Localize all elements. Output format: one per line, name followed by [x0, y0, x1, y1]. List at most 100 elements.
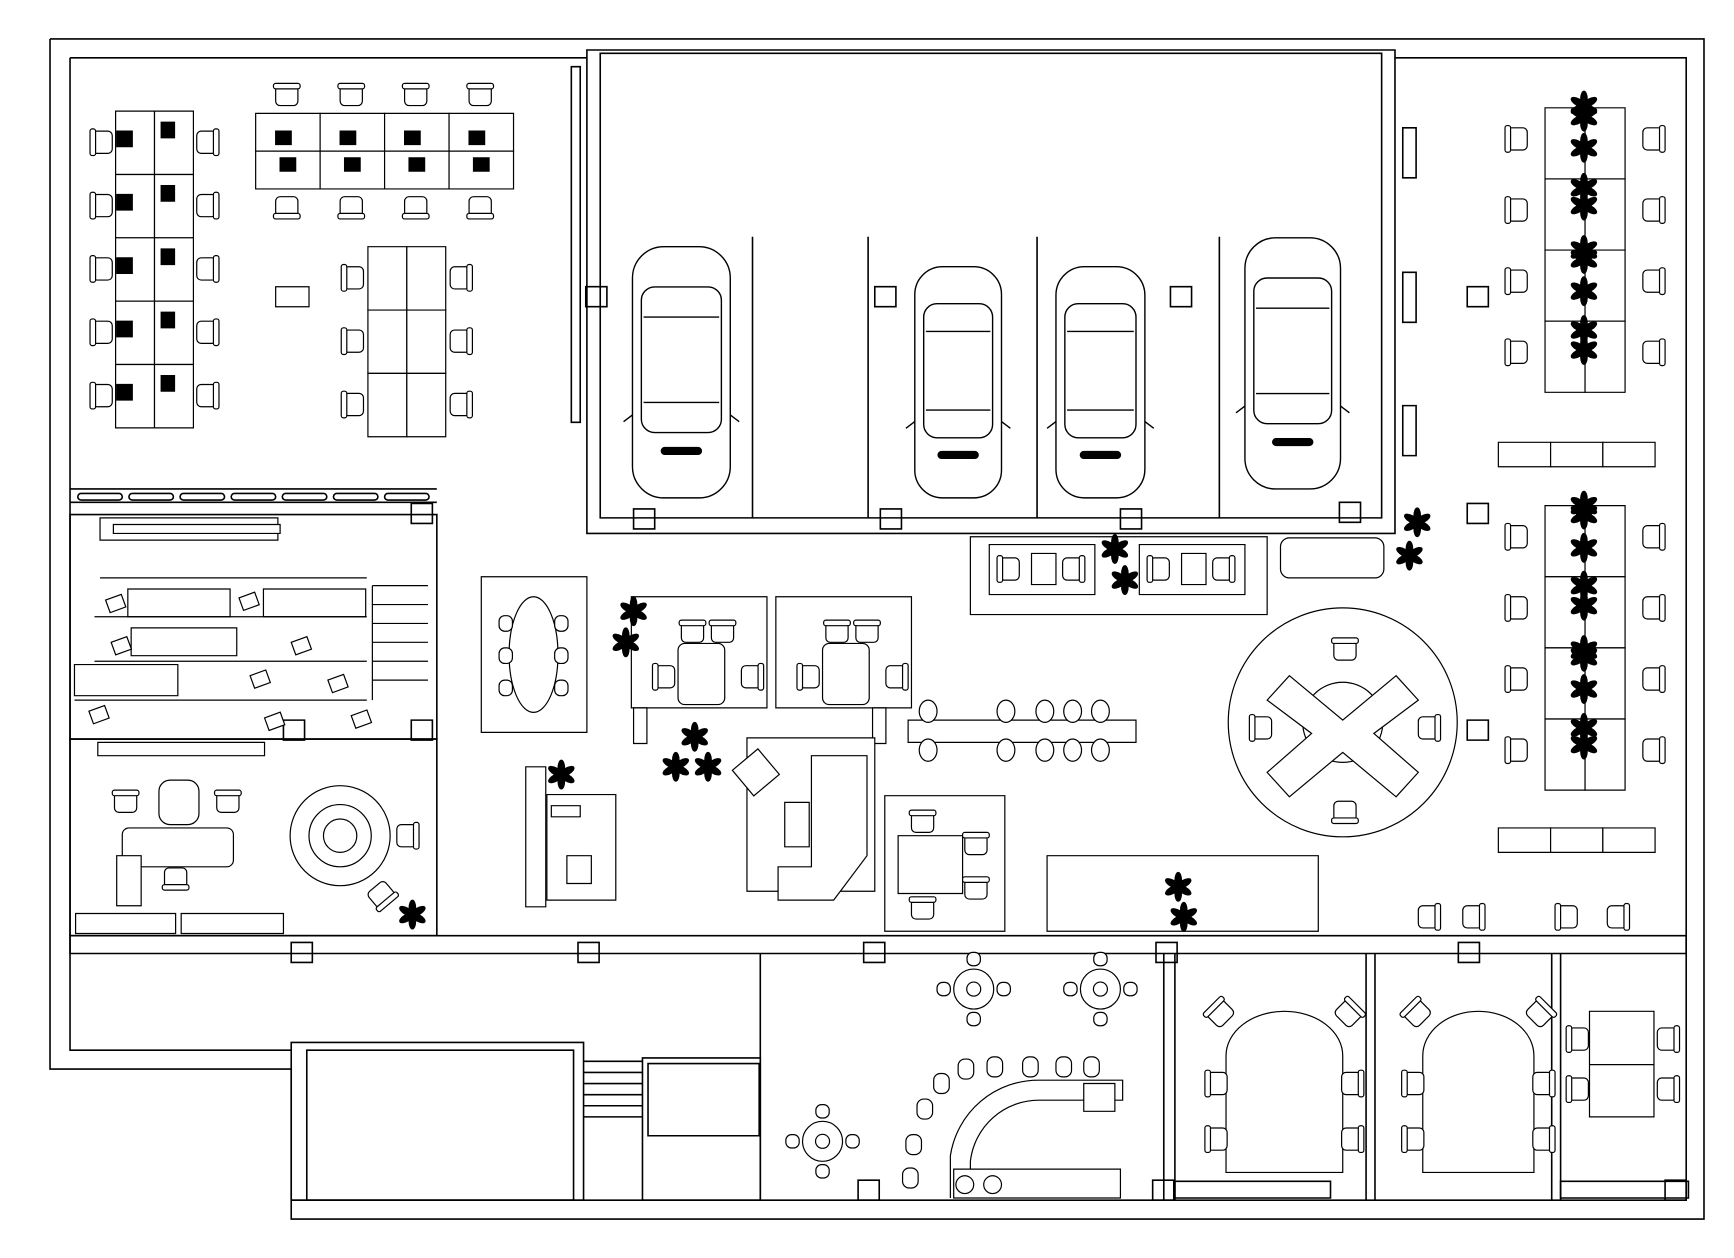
chair-icon: [652, 663, 674, 690]
chair-icon: [1643, 595, 1665, 622]
chair-back: [1399, 995, 1422, 1018]
chair-back: [1202, 995, 1225, 1018]
chair-back: [1147, 556, 1153, 583]
stair-room-inner: [307, 1050, 574, 1200]
chair-icon: [1505, 197, 1527, 224]
chair-back: [215, 790, 242, 796]
chair-icon: [162, 868, 189, 890]
stool-icon: [934, 1074, 950, 1094]
chair-icon: [997, 982, 1010, 995]
chair-icon: [937, 982, 950, 995]
table-center: [816, 1134, 830, 1148]
chair-icon: [1533, 1070, 1555, 1097]
armchair-icon: [732, 749, 779, 796]
chair-icon: [1202, 995, 1237, 1030]
chair-icon: [450, 391, 472, 418]
door-frame: [1175, 1181, 1331, 1198]
chair-icon: [90, 192, 112, 219]
oval-table: [509, 597, 558, 713]
chair-back: [273, 83, 300, 89]
chair-icon: [1505, 126, 1527, 153]
storage-room: [642, 1058, 760, 1200]
shelf: [74, 665, 177, 696]
chair-icon: [679, 620, 706, 642]
chair-back: [413, 822, 419, 849]
chair-icon: [197, 129, 219, 156]
executive-desk: [122, 828, 233, 867]
leaf: [1570, 320, 1587, 334]
chair-back: [1079, 556, 1085, 583]
chair-back: [1549, 1126, 1555, 1153]
chair-icon: [1399, 995, 1434, 1030]
chair-icon: [854, 620, 881, 642]
chair-back: [1660, 595, 1666, 622]
window-panel: [385, 493, 429, 500]
window-panel: [333, 493, 377, 500]
leaf: [1170, 907, 1187, 921]
coffee-table: [785, 802, 809, 846]
column-icon: [1467, 720, 1488, 740]
sofa-icon: [778, 756, 867, 900]
chair-back: [1660, 523, 1666, 550]
cabinet: [1603, 442, 1655, 466]
column-icon: [1403, 406, 1416, 456]
chair-back: [341, 328, 347, 355]
car-icon: [906, 267, 1010, 498]
chair-icon: [1643, 523, 1665, 550]
stool-icon: [1023, 1057, 1039, 1077]
chair-icon: [1205, 1126, 1227, 1153]
car-cabin: [1065, 304, 1136, 438]
plant-icon: [1570, 571, 1598, 600]
sink-icon: [956, 1176, 974, 1194]
column-icon: [1665, 1180, 1686, 1200]
chair-back: [467, 83, 494, 89]
stool-icon: [917, 1099, 933, 1119]
stool-icon: [1092, 739, 1110, 761]
chair-back: [679, 620, 706, 626]
stool-icon: [1084, 1057, 1100, 1077]
chair-back: [467, 328, 473, 355]
chair-back: [1402, 1070, 1408, 1097]
plant-icon: [398, 900, 426, 929]
stool-icon: [906, 1135, 922, 1155]
plant-icon: [1111, 566, 1139, 595]
desk-icon: [368, 373, 407, 436]
door-frame: [1561, 1181, 1689, 1198]
column-icon: [578, 942, 599, 962]
table-center: [1093, 982, 1107, 996]
plant-icon: [612, 628, 640, 657]
desk-icon: [407, 247, 446, 310]
chair-icon: [112, 790, 139, 812]
computer-icon: [161, 249, 174, 265]
chair-icon: [90, 256, 112, 283]
leaf: [1570, 679, 1587, 693]
cabinet: [1603, 828, 1655, 852]
leaf: [1101, 539, 1118, 553]
computer-icon: [280, 158, 296, 171]
chair-back: [963, 832, 990, 838]
column-icon: [1153, 1180, 1174, 1200]
chair-icon: [555, 648, 568, 664]
computer-icon: [469, 131, 485, 144]
chair-back: [1435, 715, 1441, 742]
car-icon: [624, 247, 740, 498]
conference-table: [1423, 1011, 1534, 1172]
chair-back: [341, 391, 347, 418]
chair-icon: [1505, 666, 1527, 693]
chair-icon: [1505, 595, 1527, 622]
chair-back: [213, 319, 219, 346]
chair-icon: [467, 83, 494, 105]
plant-icon: [1570, 173, 1598, 202]
chair-back: [112, 790, 139, 796]
plant-icon: [1570, 236, 1598, 265]
plant-icon: [681, 722, 709, 751]
chair-back: [1674, 1076, 1680, 1103]
chair-back: [213, 382, 219, 409]
chair-icon: [797, 663, 819, 690]
round-table: [786, 1105, 859, 1178]
computer-icon: [117, 194, 133, 210]
chair-icon: [1205, 1070, 1227, 1097]
plant-icon: [1570, 133, 1598, 162]
shelf: [263, 589, 365, 617]
plant-icon: [1395, 541, 1423, 570]
